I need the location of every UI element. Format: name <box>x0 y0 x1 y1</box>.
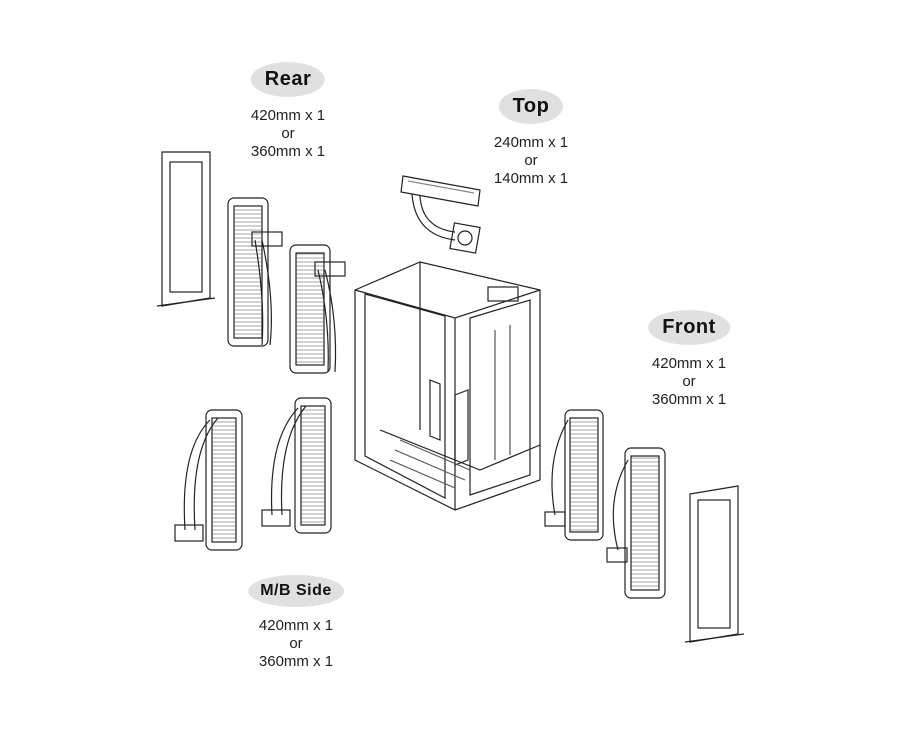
front-bracket <box>684 485 745 643</box>
top-or: or <box>524 152 538 169</box>
mb-side-option-1: 420mm x 1 <box>258 617 334 634</box>
mb-side-option-2: 360mm x 1 <box>258 653 334 670</box>
top-radiator <box>400 175 481 254</box>
front-section: Front 420mm x 1 or 360mm x 1 <box>648 310 730 409</box>
rear-radiator-360 <box>289 244 346 374</box>
rear-or: or <box>281 125 295 142</box>
mb-side-or: or <box>289 635 303 652</box>
front-title: Front <box>648 310 730 345</box>
rear-section: Rear 420mm x 1 or 360mm x 1 <box>250 62 326 161</box>
mb-side-title: M/B Side <box>248 575 344 607</box>
front-option-1: 420mm x 1 <box>651 355 727 372</box>
rear-option-1: 420mm x 1 <box>250 107 326 124</box>
rear-title: Rear <box>250 62 326 97</box>
mb-side-section: M/B Side 420mm x 1 or 360mm x 1 <box>248 575 344 671</box>
front-radiator-360 <box>544 409 604 541</box>
top-option-1: 240mm x 1 <box>493 134 569 151</box>
top-option-2: 140mm x 1 <box>493 170 569 187</box>
mb-side-radiator-420 <box>174 409 243 551</box>
rear-option-2: 360mm x 1 <box>250 143 326 160</box>
top-title: Top <box>498 89 564 124</box>
mb-side-radiator-360 <box>261 397 332 534</box>
front-or: or <box>682 373 696 390</box>
rear-radiator-420 <box>227 197 283 347</box>
front-radiator-420 <box>606 447 666 599</box>
rear-bracket <box>156 151 216 307</box>
front-option-2: 360mm x 1 <box>651 391 727 408</box>
pc-case <box>354 261 541 511</box>
top-section: Top 240mm x 1 or 140mm x 1 <box>494 89 568 188</box>
